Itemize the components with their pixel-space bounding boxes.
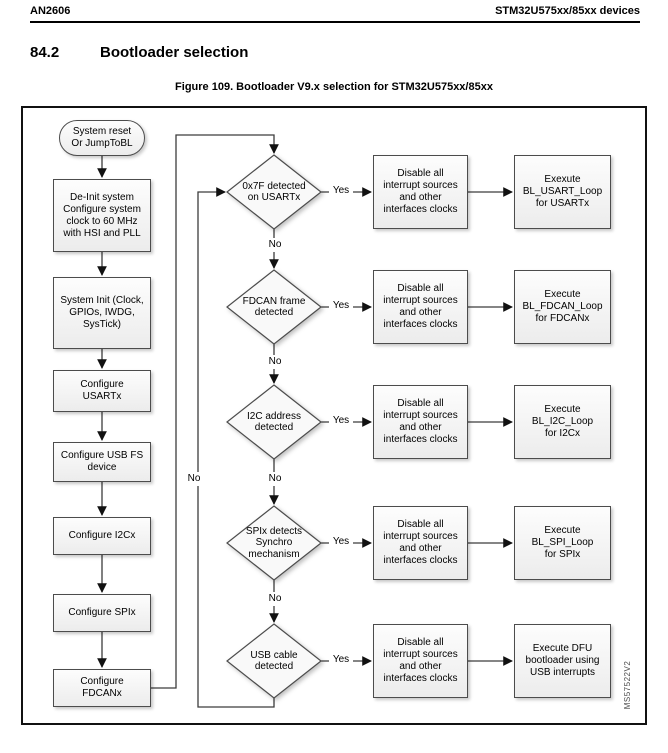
document-id: AN2606 xyxy=(30,5,71,17)
decision-i2c-label: I2C address detected xyxy=(247,410,301,434)
no-label: No xyxy=(263,472,287,486)
action-disable-interrupts-row4: Disable all interrupt sources and other … xyxy=(373,506,468,580)
result-usart-loop: Exexute BL_USART_Loop for USARTx xyxy=(514,155,611,229)
yes-label: Yes xyxy=(329,653,353,667)
result-i2c-loop: Execute BL_I2C_Loop for I2Cx xyxy=(514,385,611,459)
section-title: Bootloader selection xyxy=(100,44,249,61)
decision-diamond-spi-shape xyxy=(226,505,322,581)
section-number: 84.2 xyxy=(30,44,60,61)
decision-usb-label: USB cable detected xyxy=(250,649,298,673)
step-system-init: System Init (Clock, GPIOs, IWDG, SysTick… xyxy=(53,277,151,349)
decision-diamond-i2c-shape xyxy=(226,384,322,460)
action-disable-interrupts-row3: Disable all interrupt sources and other … xyxy=(373,385,468,459)
result-spi-loop: Execute BL_SPI_Loop for SPIx xyxy=(514,506,611,580)
decision-diamond-usart-shape xyxy=(226,154,322,230)
action-disable-interrupts-row5: Disable all interrupt sources and other … xyxy=(373,624,468,698)
action-disable-interrupts-row2: Disable all interrupt sources and other … xyxy=(373,270,468,344)
result-dfu-bootloader: Execute DFU bootloader using USB interru… xyxy=(514,624,611,698)
connector-no-return-loop xyxy=(197,187,275,708)
start-terminator: System reset Or JumpToBL xyxy=(59,120,145,156)
step-configure-spi: Configure SPIx xyxy=(53,594,151,632)
step-configure-i2c: Configure I2Cx xyxy=(53,517,151,555)
yes-label: Yes xyxy=(329,414,353,428)
step-configure-usb: Configure USB FS device xyxy=(53,442,151,482)
no-label: No xyxy=(263,355,287,369)
header-rule xyxy=(30,21,640,23)
step-deinit-system: De-Init system Configure system clock to… xyxy=(53,179,151,252)
result-fdcan-loop: Execute BL_FDCAN_Loop for FDCANx xyxy=(514,270,611,344)
decision-fdcan-label: FDCAN frame detected xyxy=(242,295,306,319)
figure-caption: Figure 109. Bootloader V9.x selection fo… xyxy=(175,81,493,93)
no-label: No xyxy=(263,238,287,252)
action-disable-interrupts-row1: Disable all interrupt sources and other … xyxy=(373,155,468,229)
yes-label: Yes xyxy=(329,184,353,198)
decision-diamond-fdcan-shape xyxy=(226,269,322,345)
decision-usart-label: 0x7F detected on USARTx xyxy=(242,180,306,204)
step-configure-usart: Configure USARTx xyxy=(53,370,151,412)
connector-entry-loop xyxy=(151,134,279,689)
no-label: No xyxy=(263,592,287,606)
decision-spi-label: SPIx detects Synchro mechanism xyxy=(245,525,303,560)
decision-diamond-usb-shape xyxy=(226,623,322,699)
loop-no-label: No xyxy=(182,472,206,486)
figure-watermark: MS57522V2 xyxy=(623,660,632,710)
yes-label: Yes xyxy=(329,535,353,549)
device-family-label: STM32U575xx/85xx devices xyxy=(495,5,640,17)
yes-label: Yes xyxy=(329,299,353,313)
step-configure-fdcan: Configure FDCANx xyxy=(53,669,151,707)
flowchart-figure: System reset Or JumpToBL De-Init system … xyxy=(21,106,647,725)
